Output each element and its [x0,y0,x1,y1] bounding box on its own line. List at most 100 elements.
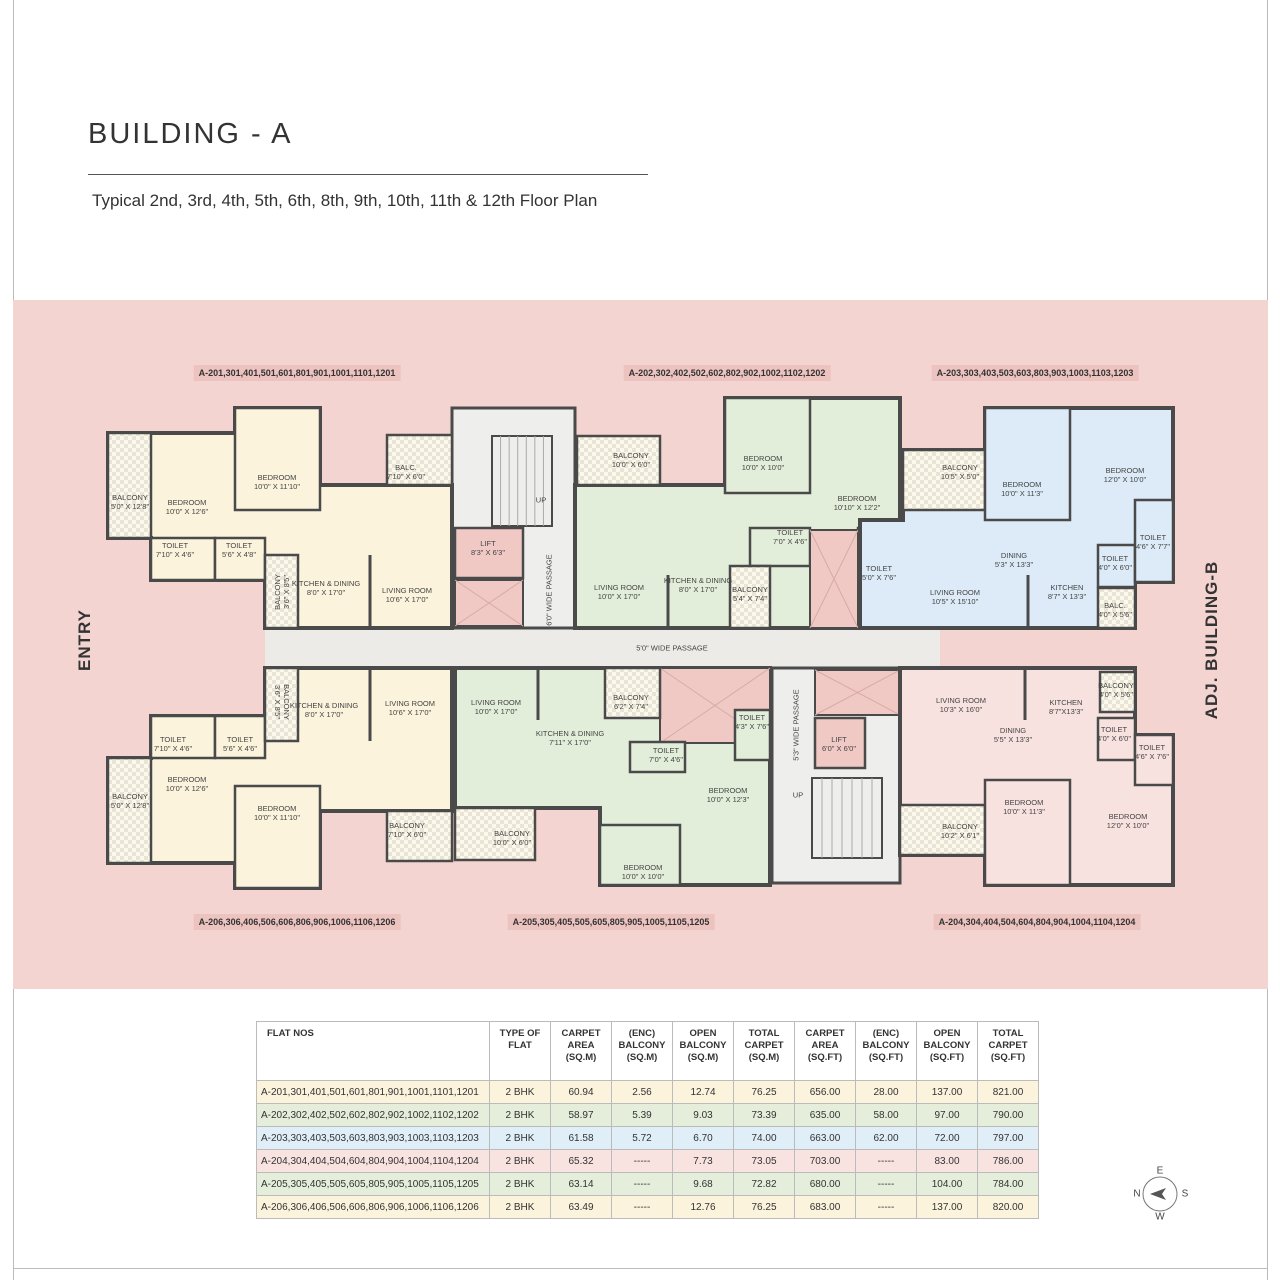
table-cell: 784.00 [977,1172,1039,1196]
lift-bottom [813,716,867,770]
room-dimensions: 7'10" x 4'6" [155,550,195,559]
room-dimensions: 7'10" x 4'6" [153,744,193,753]
room-name: Balcony [942,822,978,831]
table-cell: 104.00 [916,1172,978,1196]
room-dimensions: 4'0" x 6'0" [1096,734,1132,743]
compass-south: S [1181,1188,1189,1200]
compass-icon [1142,1176,1178,1212]
room-name: Kitchen & Dining [663,576,733,585]
table-cell: A-204,304,404,504,604,804,904,1004,1104,… [256,1149,490,1173]
room-dimensions: 10'0" x 6'0" [492,838,532,847]
table-cell: 797.00 [977,1126,1039,1150]
table-cell: 635.00 [794,1103,856,1127]
compass-west: W [1155,1211,1165,1223]
room-name: Toilet [738,713,766,722]
room-name: 6'0" WIDE PASSAGE [544,554,554,626]
room-dimensions: 10'0" x 10'0" [741,463,785,472]
flat-203-balc [1096,586,1137,630]
room-label: Bedroom10'0" x 10'0" [742,454,784,472]
room-name: Toilet [776,528,804,537]
room-label: Bedroom12'0" x 10'0" [1107,812,1149,830]
table-cell: 63.49 [550,1195,612,1219]
table-cell: 74.00 [733,1126,795,1150]
table-cell: A-203,303,403,503,603,803,903,1003,1103,… [256,1126,490,1150]
room-dimensions: 5'3" x 13'3" [994,560,1034,569]
room-label: Balcony10'2" x 6'1" [941,822,979,840]
main-passage [265,628,940,668]
table-row: A-206,306,406,506,606,806,906,1006,1106,… [256,1195,1039,1219]
table-cell: 72.82 [733,1172,795,1196]
table-cell: 656.00 [794,1080,856,1104]
room-dimensions: 10'0" x 11'3" [1001,489,1043,498]
room-dimensions: 3'6" x 8'5" [273,684,282,720]
room-label: Balcony6'2" x 7'4" [613,693,649,711]
table-cell: 9.68 [672,1172,734,1196]
room-label: Balcony10'5" x 5'0" [941,463,979,481]
room-name: Bedroom [708,786,748,795]
room-label: Balc.4'0" x 5'6" [1098,601,1132,619]
shaft-bottom-cross [814,669,901,716]
room-name: Balcony [273,574,282,610]
room-name: Toilet [652,746,680,755]
room-label: Bedroom10'10" x 12'2" [834,494,881,512]
flat-202-duct-cross [809,529,859,629]
room-dimensions: 4'3" x 7'6" [734,722,770,731]
room-dimensions: 4'6" x 7'7" [1135,542,1171,551]
table-cell: 76.25 [733,1195,795,1219]
room-label: Toilet7'10" x 4'6" [156,541,194,559]
room-label: Living Room10'0" x 17'0" [594,583,644,601]
staircase-bottom [811,777,883,859]
room-name: Kitchen & Dining [289,701,359,710]
room-label: Living Room10'5" x 15'10" [930,588,980,606]
room-name: Kitchen [1050,583,1084,592]
compass-east: E [1156,1165,1164,1177]
room-label: Bedroom12'0" x 10'0" [1104,466,1146,484]
room-name: Bedroom [167,775,207,784]
room-dimensions: 10'6" x 17'0" [385,595,429,604]
table-cell: ----- [611,1172,673,1196]
room-label: Dining5'5" x 13'3" [994,726,1032,744]
room-label: Bedroom10'0" x 12'3" [707,786,749,804]
table-cell: 2 BHK [489,1103,551,1127]
shaft-top-cross [454,579,524,627]
room-name: Balc. [1104,601,1126,610]
room-label: Toilet4'0" x 6'0" [1097,725,1131,743]
table-cell: 683.00 [794,1195,856,1219]
column-header: (ENC) BALCONY (SQ.M) [611,1021,673,1081]
up-label-top: UP [536,496,546,505]
room-label: Toilet4'6" x 7'6" [1135,743,1169,761]
room-name: Dining [999,726,1027,735]
table-cell: ----- [855,1172,917,1196]
room-dimensions: 10'0" x 12'6" [165,507,209,516]
flat-201-balcony-small [263,553,300,630]
room-dimensions: 6'0" x 6'0" [821,744,857,753]
room-dimensions: 10'0" x 6'0" [611,460,651,469]
room-dimensions: 10'0" x 11'10" [254,813,300,822]
flat-203-balcony [901,448,987,512]
table-cell: 821.00 [977,1080,1039,1104]
table-cell: 83.00 [916,1149,978,1173]
room-name: Bedroom [1002,480,1042,489]
flat-201-balc [385,433,454,487]
flat-202-toilet-1 [748,526,812,568]
table-cell: 680.00 [794,1172,856,1196]
flat-201-bedroom-2 [233,406,322,512]
table-cell: 790.00 [977,1103,1039,1127]
table-cell: 58.00 [855,1103,917,1127]
room-dimensions: 7'11" x 17'0" [549,738,591,747]
room-dimensions: 10'0" x 12'6" [165,784,209,793]
room-label: Bedroom10'0" x 11'3" [1003,798,1045,816]
flat-203-toilet-2 [1133,498,1175,584]
room-label: Toilet5'6" x 4'6" [223,735,257,753]
room-label: Living Room10'0" x 17'0" [471,698,521,716]
flat-202-balcony [575,434,662,487]
flat-206-balcony-small [263,666,300,743]
room-dimensions: 10'2" x 6'1" [940,831,980,840]
room-dimensions: 8'0" x 17'0" [304,710,344,719]
table-cell: A-202,302,402,502,602,802,902,1002,1102,… [256,1103,490,1127]
table-cell: 73.05 [733,1149,795,1173]
flat-205-bedroom-2 [598,823,682,887]
table-cell: 58.97 [550,1103,612,1127]
